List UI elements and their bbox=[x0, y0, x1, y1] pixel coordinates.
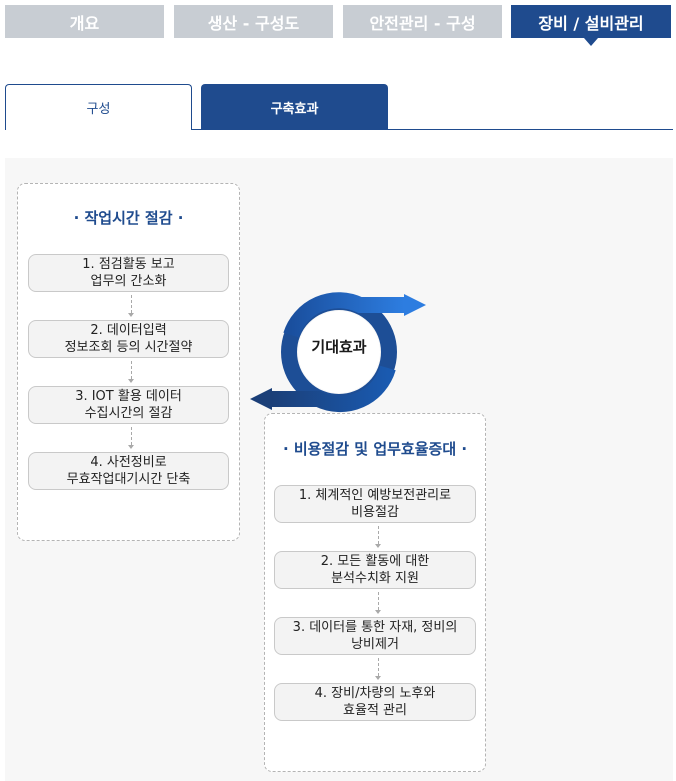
left-step-4-line1: 4. 사전정비로 bbox=[90, 455, 167, 470]
right-step-2-line2: 분석수치화 지원 bbox=[331, 571, 419, 586]
right-step-1-line1: 1. 체계적인 예방보전관리로 bbox=[298, 488, 452, 503]
left-step-4-line2: 무효작업대기시간 단축 bbox=[66, 472, 191, 487]
cost-efficiency-title: · 비용절감 및 업무효율증대 · bbox=[282, 440, 468, 458]
tab-production-diagram-label: 생산 - 구성도 bbox=[207, 13, 300, 33]
right-step-3: 3. 데이터를 통한 자재, 정비의 낭비제거 bbox=[274, 617, 476, 655]
subtab-effects[interactable]: 구축효과 bbox=[201, 84, 388, 130]
tab-overview[interactable]: 개요 bbox=[5, 5, 164, 38]
left-step-1: 1. 점검활동 보고 업무의 간소화 bbox=[28, 254, 229, 292]
left-step-1-line1: 1. 점검활동 보고 bbox=[82, 257, 175, 272]
left-step-3-line2: 수집시간의 절감 bbox=[84, 406, 173, 421]
left-step-3-line1: 3. IOT 활용 데이터 bbox=[75, 389, 182, 404]
right-step-1: 1. 체계적인 예방보전관리로 비용절감 bbox=[274, 485, 476, 523]
subtab-effects-label: 구축효과 bbox=[270, 101, 319, 117]
left-step-4: 4. 사전정비로 무효작업대기시간 단축 bbox=[28, 452, 229, 490]
right-step-1-line2: 비용절감 bbox=[351, 505, 399, 520]
tab-production-diagram[interactable]: 생산 - 구성도 bbox=[174, 5, 333, 38]
right-step-3-line2: 낭비제거 bbox=[351, 637, 399, 652]
tab-equipment-management[interactable]: 장비 / 설비관리 bbox=[511, 5, 671, 46]
right-step-4-line2: 효율적 관리 bbox=[343, 703, 407, 718]
right-step-2-line1: 2. 모든 활동에 대한 bbox=[320, 554, 430, 569]
expected-effect-label: 기대효과 bbox=[311, 338, 367, 356]
right-step-4: 4. 장비/차량의 노후와 효율적 관리 bbox=[274, 683, 476, 721]
subtab-composition[interactable]: 구성 bbox=[5, 84, 192, 130]
left-step-3: 3. IOT 활용 데이터 수집시간의 절감 bbox=[28, 386, 229, 424]
left-connector-1 bbox=[128, 295, 134, 317]
tab-overview-label: 개요 bbox=[69, 13, 100, 33]
active-tab-pointer bbox=[584, 38, 598, 46]
right-step-4-line1: 4. 장비/차량의 노후와 bbox=[314, 686, 436, 701]
left-step-2-line2: 정보조회 등의 시간절약 bbox=[64, 340, 193, 355]
left-step-2-line1: 2. 데이터입력 bbox=[90, 323, 167, 338]
left-connector-2 bbox=[128, 361, 134, 383]
work-time-reduction-title: · 작업시간 절감 · bbox=[73, 209, 184, 227]
subtab-composition-label: 구성 bbox=[86, 102, 111, 117]
tab-safety-management-label: 안전관리 - 구성 bbox=[369, 13, 476, 33]
left-step-1-line2: 업무의 간소화 bbox=[90, 274, 167, 289]
tab-equipment-management-label: 장비 / 설비관리 bbox=[538, 13, 644, 33]
right-connector-2 bbox=[375, 592, 381, 614]
right-step-3-line1: 3. 데이터를 통한 자재, 정비의 bbox=[292, 620, 458, 635]
right-connector-3 bbox=[375, 658, 381, 680]
right-step-2: 2. 모든 활동에 대한 분석수치화 지원 bbox=[274, 551, 476, 589]
tab-safety-management[interactable]: 안전관리 - 구성 bbox=[343, 5, 502, 38]
right-connector-1 bbox=[375, 526, 381, 548]
left-step-2: 2. 데이터입력 정보조회 등의 시간절약 bbox=[28, 320, 229, 358]
left-connector-3 bbox=[128, 427, 134, 449]
